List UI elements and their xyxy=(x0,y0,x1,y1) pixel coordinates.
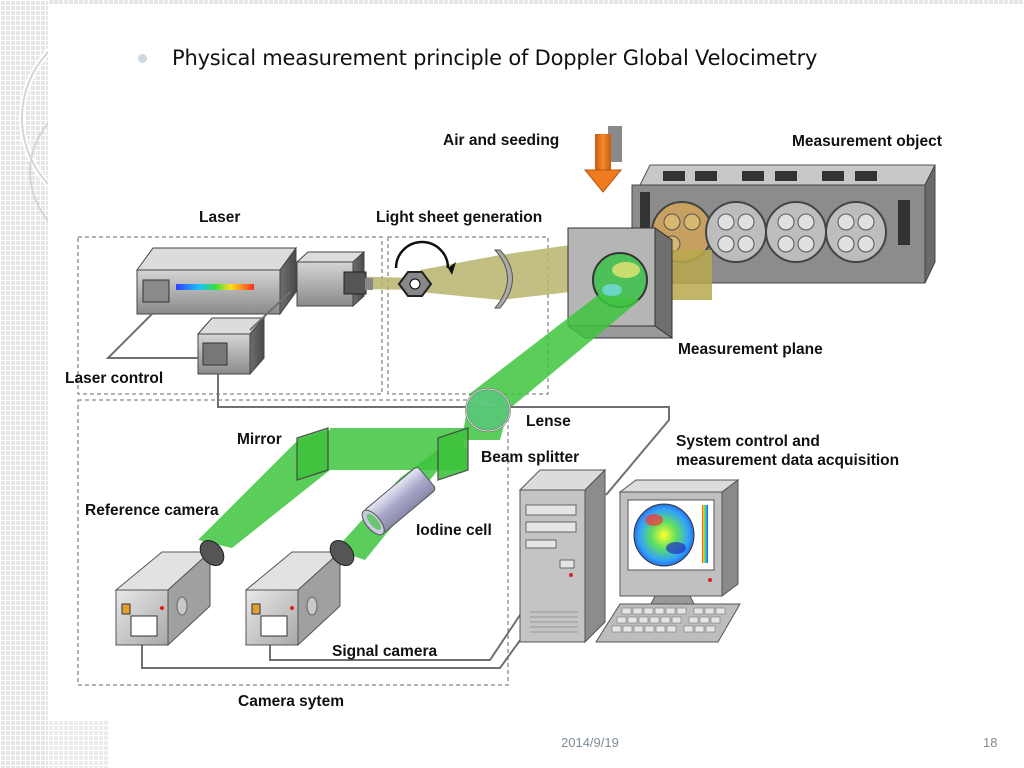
label-beam-splitter: Beam splitter xyxy=(481,449,579,466)
label-camera-system: Camera sytem xyxy=(238,693,344,710)
mirror xyxy=(296,427,329,481)
keyboard xyxy=(595,603,741,643)
label-measurement-plane: Measurement plane xyxy=(678,341,823,358)
air-seeding-arrow xyxy=(583,126,623,193)
computer-monitor xyxy=(618,479,740,607)
laser-control-box xyxy=(196,316,266,376)
label-system-control-line2: measurement data acquisition xyxy=(676,452,899,469)
label-mirror: Mirror xyxy=(237,431,282,448)
page-number: 18 xyxy=(983,735,998,750)
iodine-cell xyxy=(361,467,436,536)
light-sheet-group-box xyxy=(387,236,549,395)
label-reference-camera: Reference camera xyxy=(85,502,219,519)
signal-camera xyxy=(244,539,355,647)
background-pattern-bottom xyxy=(48,720,1024,768)
light-sheet-beam xyxy=(420,245,570,300)
label-air-seeding: Air and seeding xyxy=(443,132,559,149)
beam-splitter xyxy=(437,427,469,481)
background-pattern-top xyxy=(48,0,1024,4)
laser-head xyxy=(136,246,373,316)
slide-title: Physical measurement principle of Dopple… xyxy=(172,46,818,70)
bullet-icon xyxy=(138,53,147,63)
label-measurement-object: Measurement object xyxy=(792,133,942,150)
label-signal-camera: Signal camera xyxy=(332,643,437,660)
computer-tower xyxy=(518,468,607,644)
label-system-control-line1: System control and xyxy=(676,433,820,450)
cylindrical-lens xyxy=(493,249,513,309)
label-lense: Lense xyxy=(526,413,571,430)
label-laser: Laser xyxy=(199,209,240,226)
label-iodine-cell: Iodine cell xyxy=(416,522,492,539)
label-light-sheet: Light sheet generation xyxy=(376,209,542,226)
footer-date: 2014/9/19 xyxy=(561,735,619,750)
rotating-mirror xyxy=(394,240,456,297)
reference-camera xyxy=(114,539,225,647)
measurement-object xyxy=(631,164,936,300)
laser-group-box xyxy=(77,236,383,395)
label-laser-control: Laser control xyxy=(65,370,163,387)
title-row: Physical measurement principle of Dopple… xyxy=(138,46,817,70)
lense xyxy=(465,388,511,432)
